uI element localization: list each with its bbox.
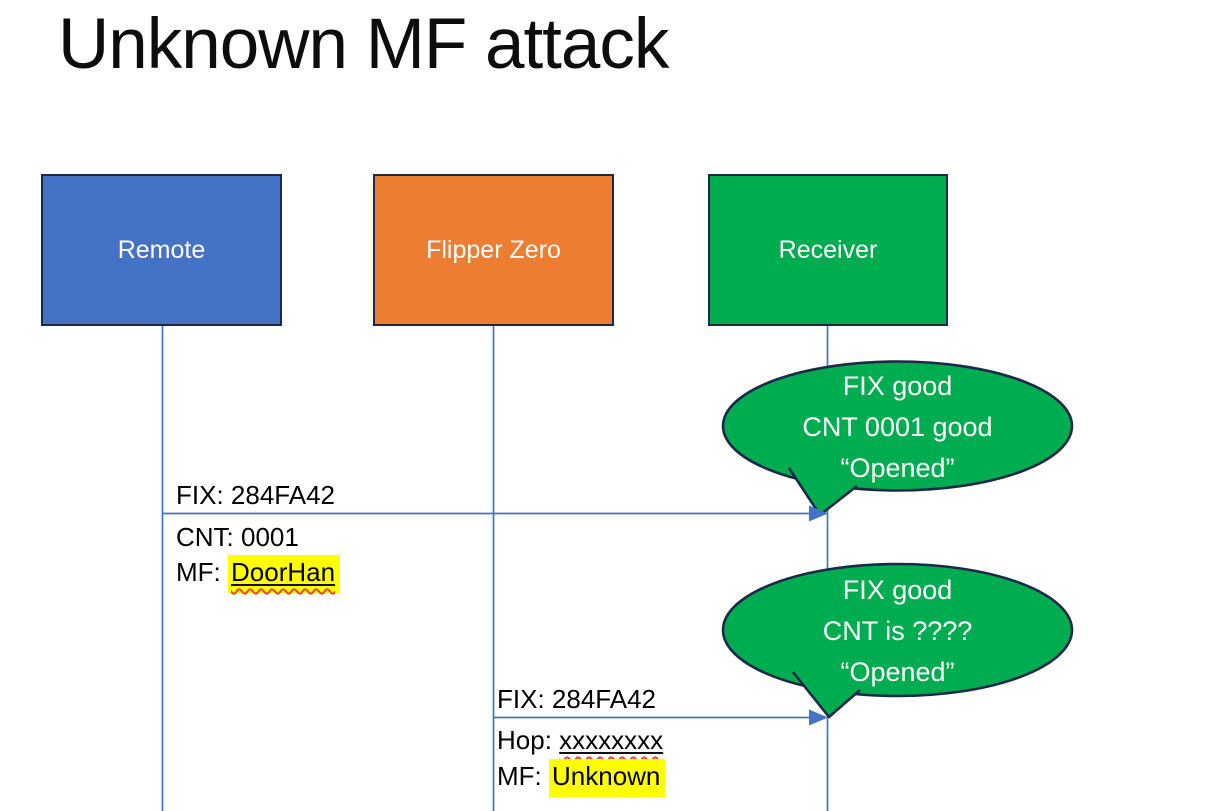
spellcheck-squiggle: DoorHan bbox=[231, 557, 335, 587]
actor-label-flipper-zero: Flipper Zero bbox=[426, 235, 561, 264]
message-2-hop-prefix: Hop: bbox=[497, 725, 560, 755]
actor-label-receiver: Receiver bbox=[778, 235, 878, 264]
message-2-hop-value: xxxxxxxx bbox=[559, 725, 664, 755]
callout-bubble-2 bbox=[721, 562, 1074, 719]
callout-2-line-2: CNT is ???? bbox=[822, 616, 973, 646]
message-2-label-fix: FIX: 284FA42 bbox=[497, 684, 656, 714]
message-1-label-cnt: CNT: 0001 bbox=[176, 522, 299, 552]
message-2-label-mf: MF: Unknown bbox=[497, 759, 666, 797]
message-2-mf-prefix: MF: bbox=[497, 761, 549, 791]
callout-1-text: FIX good CNT 0001 good “Opened” bbox=[722, 366, 1073, 489]
actor-box-receiver: Receiver bbox=[708, 174, 948, 326]
callout-2-tail-outline bbox=[791, 671, 861, 719]
actor-box-flipper-zero: Flipper Zero bbox=[373, 174, 614, 326]
message-1-mf-prefix: MF: bbox=[176, 557, 228, 587]
callout-1-ellipse bbox=[721, 360, 1074, 492]
callout-1-line-1: FIX good bbox=[842, 371, 953, 401]
callout-2-tail-fill bbox=[793, 672, 860, 717]
message-arrow-1 bbox=[163, 505, 828, 522]
callout-2-line-1: FIX good bbox=[842, 575, 953, 605]
message-arrow-1-head bbox=[809, 505, 828, 522]
callout-1-line-3: “Opened” bbox=[840, 453, 955, 483]
callout-2-line-3: “Opened” bbox=[840, 657, 955, 687]
spellcheck-squiggle: xxxxxxxx bbox=[559, 725, 663, 755]
actor-label-remote: Remote bbox=[117, 235, 206, 264]
callout-1-line-2: CNT 0001 good bbox=[802, 412, 993, 442]
callout-2-ellipse bbox=[721, 562, 1074, 698]
message-1-mf-highlight: DoorHan bbox=[228, 555, 341, 593]
actor-box-remote: Remote bbox=[41, 174, 282, 326]
message-1-mf-value: DoorHan bbox=[231, 557, 336, 587]
callout-2-text: FIX good CNT is ???? “Opened” bbox=[722, 570, 1073, 693]
callout-bubble-1 bbox=[721, 360, 1074, 517]
slide-title: Unknown MF attack bbox=[58, 5, 669, 84]
message-1-label-mf: MF: DoorHan bbox=[176, 555, 341, 593]
message-2-mf-highlight: Unknown bbox=[549, 759, 666, 797]
message-arrow-2 bbox=[494, 709, 828, 726]
callout-1-tail-fill bbox=[789, 468, 857, 515]
message-arrow-2-head bbox=[809, 709, 828, 726]
message-1-label-fix: FIX: 284FA42 bbox=[176, 480, 335, 510]
message-2-label-hop: Hop: xxxxxxxx bbox=[497, 723, 663, 757]
